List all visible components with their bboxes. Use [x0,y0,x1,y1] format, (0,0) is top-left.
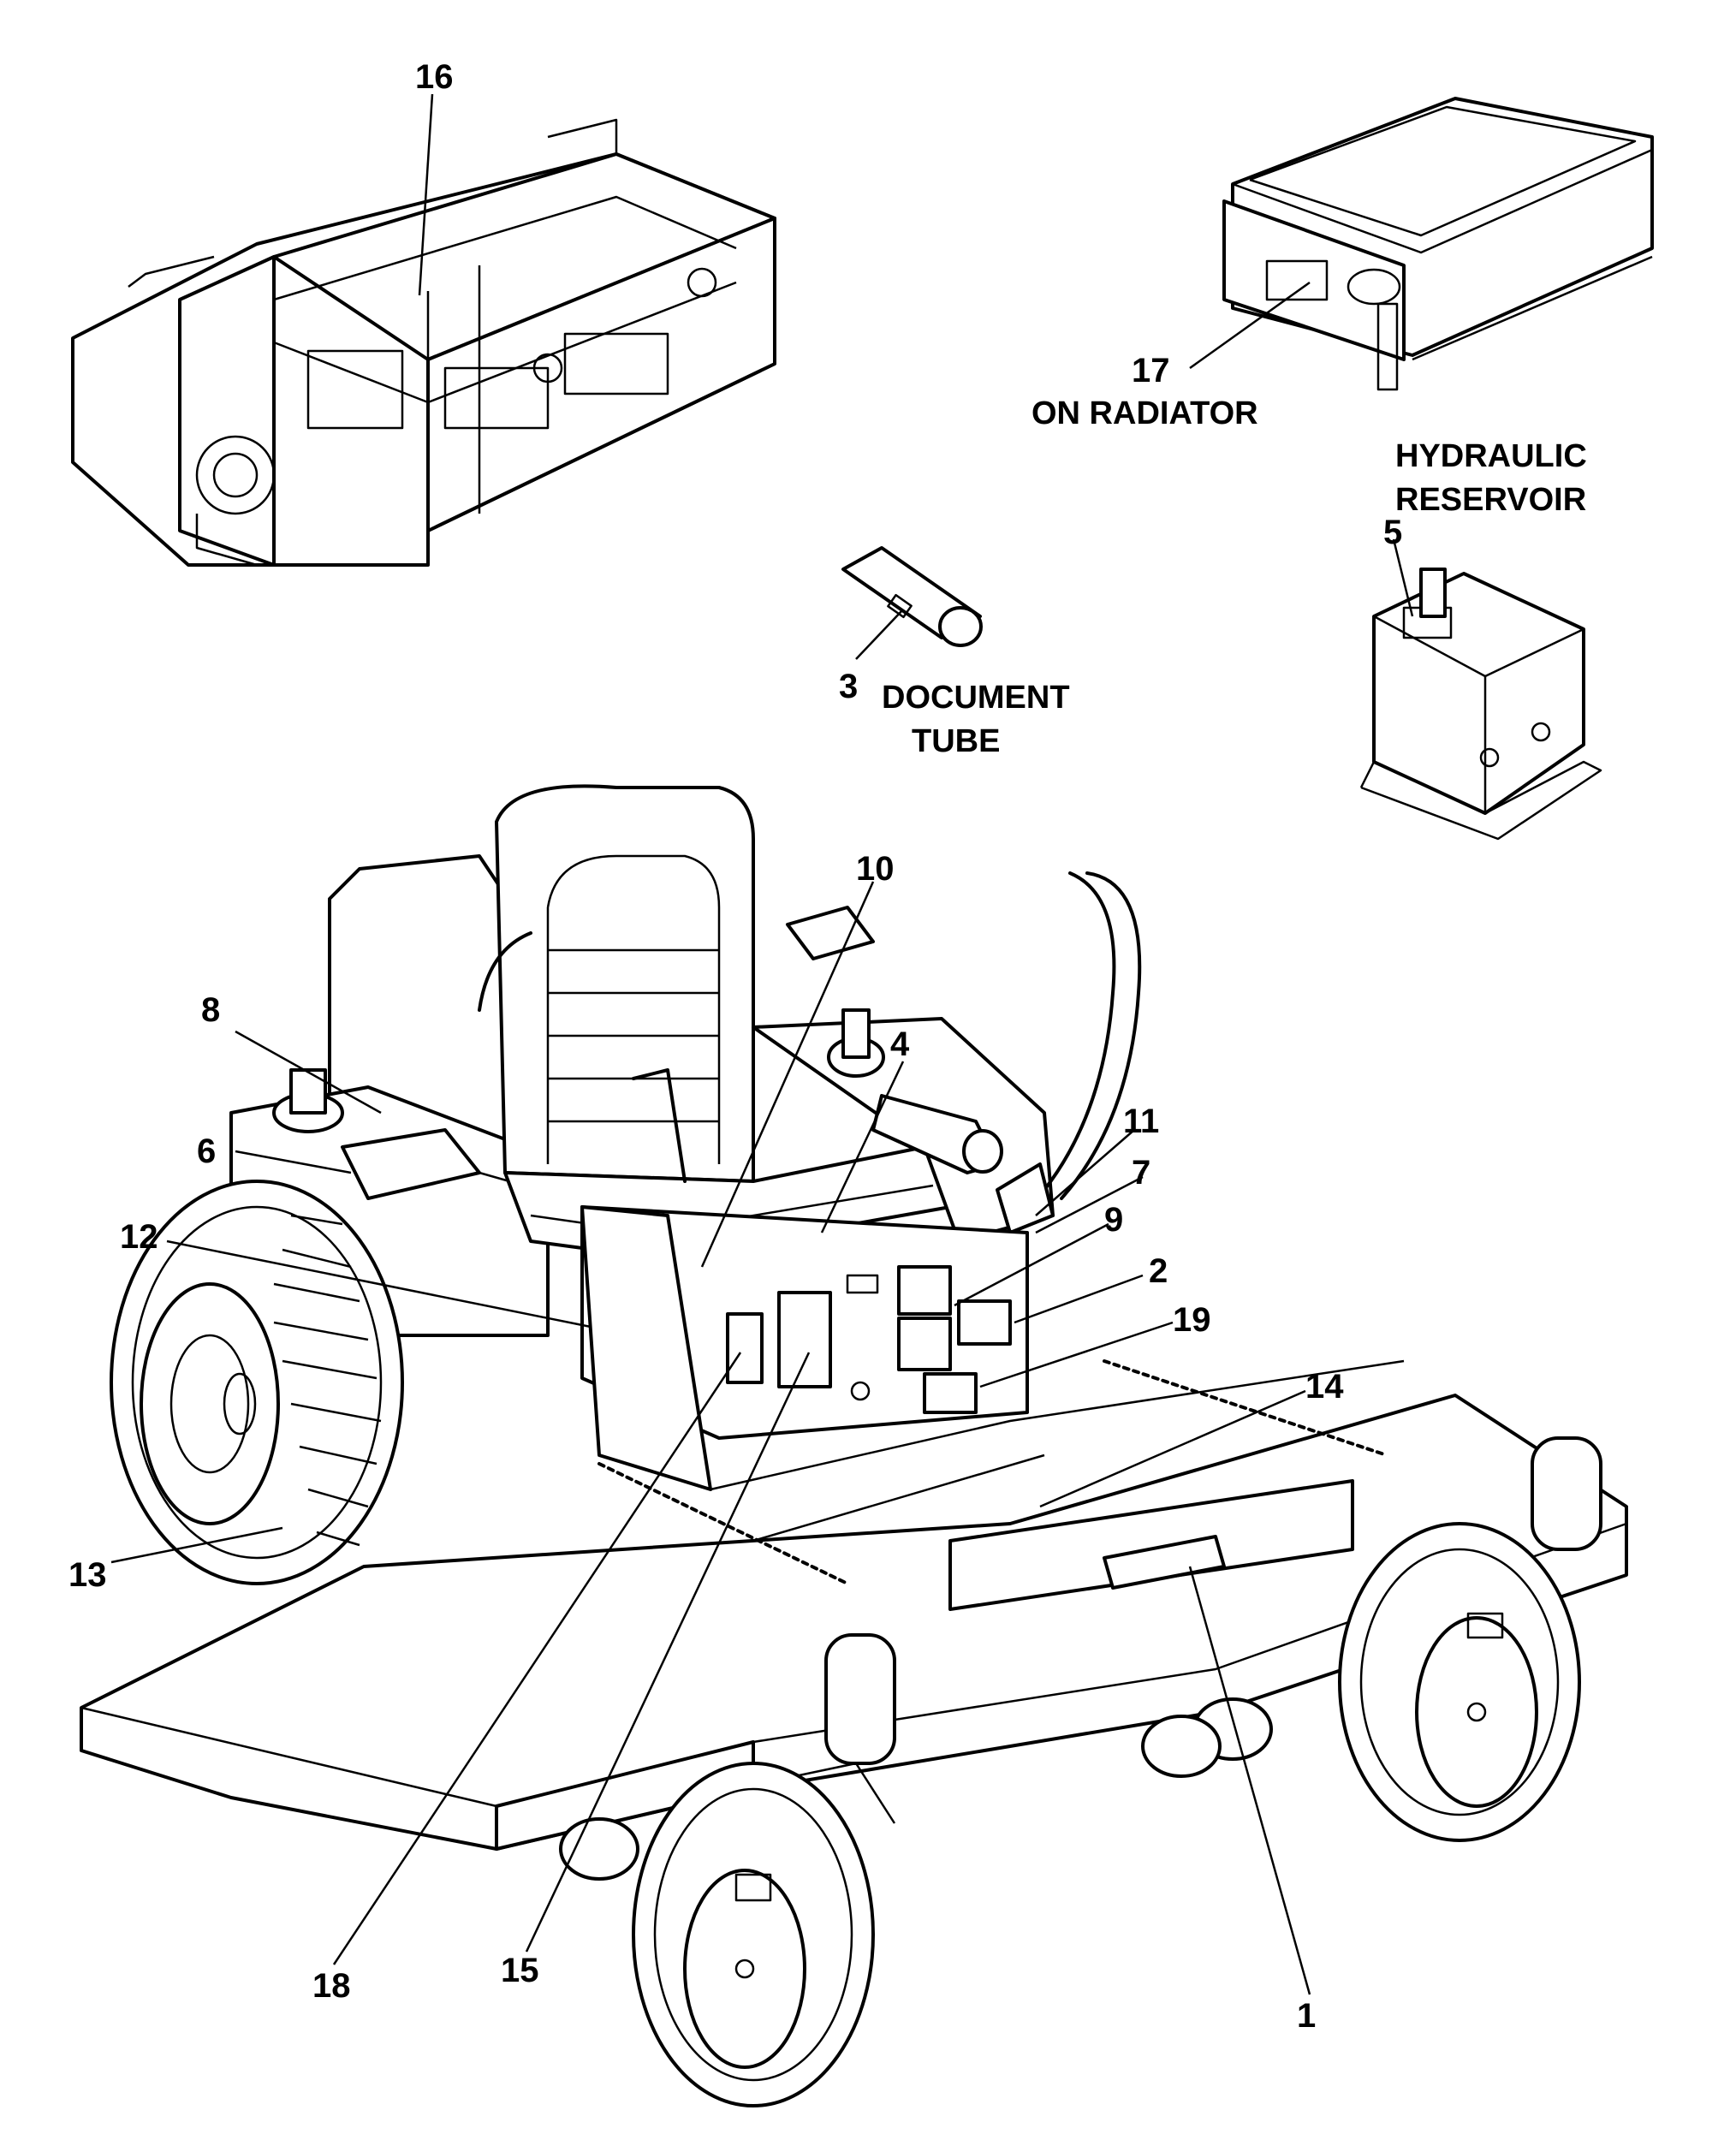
callout-11: 11 [1123,1103,1160,1140]
mower [80,784,1628,2107]
caption-on-radiator: ON RADIATOR [1031,395,1258,431]
front-caster-left [632,1633,896,2107]
hydraulic-reservoir [1359,568,1602,841]
callout-17: 17 [1132,352,1170,389]
callout-13: 13 [68,1556,107,1594]
callout-10: 10 [856,850,895,888]
callout-12: 12 [120,1218,158,1256]
caption-hydraulic-reservoir: HYDRAULIC RESERVOIR [1395,435,1587,523]
callout-18: 18 [312,1967,351,2005]
callout-2: 2 [1149,1252,1168,1290]
spring-left [597,1462,849,1585]
callout-15: 15 [501,1952,539,1989]
radiator [1222,97,1654,391]
callout-9: 9 [1104,1201,1124,1239]
caption-hydraulic-line2: RESERVOIR [1395,482,1587,519]
callout-8: 8 [201,991,221,1029]
caption-document-line2: TUBE [912,723,1001,760]
callout-6: 6 [197,1132,217,1170]
caption-document-tube: DOCUMENT TUBE [882,676,1070,764]
rear-tire [110,1180,404,1585]
callout-19: 19 [1173,1301,1211,1339]
callout-4: 4 [890,1025,910,1063]
gunton-logo [1103,1535,1226,1590]
front-caster-right [1338,1436,1602,1842]
document-tube [841,546,983,647]
callout-3: 3 [839,668,859,705]
callout-1: 1 [1297,1997,1317,2035]
caption-hydraulic-line1: HYDRAULIC [1395,438,1587,474]
callout-7: 7 [1132,1154,1151,1192]
callout-5: 5 [1383,514,1403,551]
leader-lines [110,93,1414,1995]
seat-back [495,784,755,1183]
spring-right [1103,1359,1388,1457]
frame-assembly [71,118,776,567]
callout-14: 14 [1305,1368,1344,1406]
callout-16: 16 [415,58,454,96]
caption-document-line1: DOCUMENT [882,680,1070,716]
